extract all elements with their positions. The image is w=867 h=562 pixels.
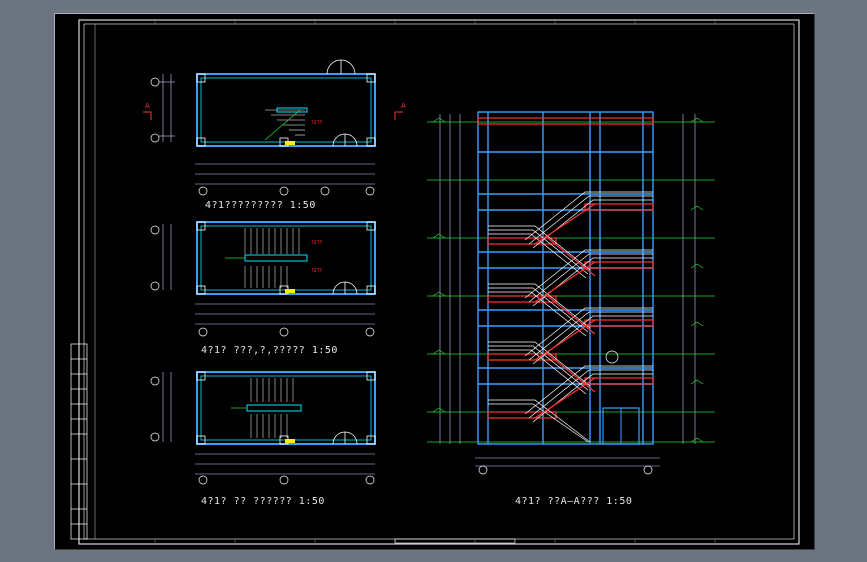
floor-plan-1[interactable]: A A ?2?? [143, 59, 406, 196]
frame-tick-marks [154, 20, 716, 544]
drawing-frame [78, 19, 800, 545]
svg-text:A: A [145, 102, 150, 110]
title-block [70, 343, 88, 540]
section-title: 4?1? ??A—A??? 1:50 [515, 496, 633, 507]
cad-drawing-canvas: A A ?2?? [70, 19, 800, 545]
section-a-a[interactable] [427, 111, 715, 475]
floor-plan-2[interactable]: ?2?? ?2?? [150, 221, 376, 337]
floor-plan-3[interactable] [150, 371, 376, 485]
svg-text:?2??: ?2?? [311, 120, 322, 126]
plan-3-title: 4?1? ?? ?????? 1:50 [201, 496, 325, 507]
plan-2-title: 4?1? ???,?,????? 1:50 [201, 345, 338, 356]
svg-text:?2??: ?2?? [311, 268, 322, 274]
svg-text:A: A [401, 102, 406, 110]
svg-text:?2??: ?2?? [311, 240, 322, 246]
scale-bar [394, 538, 516, 544]
plan-1-title: 4?1????????? 1:50 [205, 200, 316, 211]
cad-drawing-viewport[interactable]: A A ?2?? [54, 13, 815, 550]
